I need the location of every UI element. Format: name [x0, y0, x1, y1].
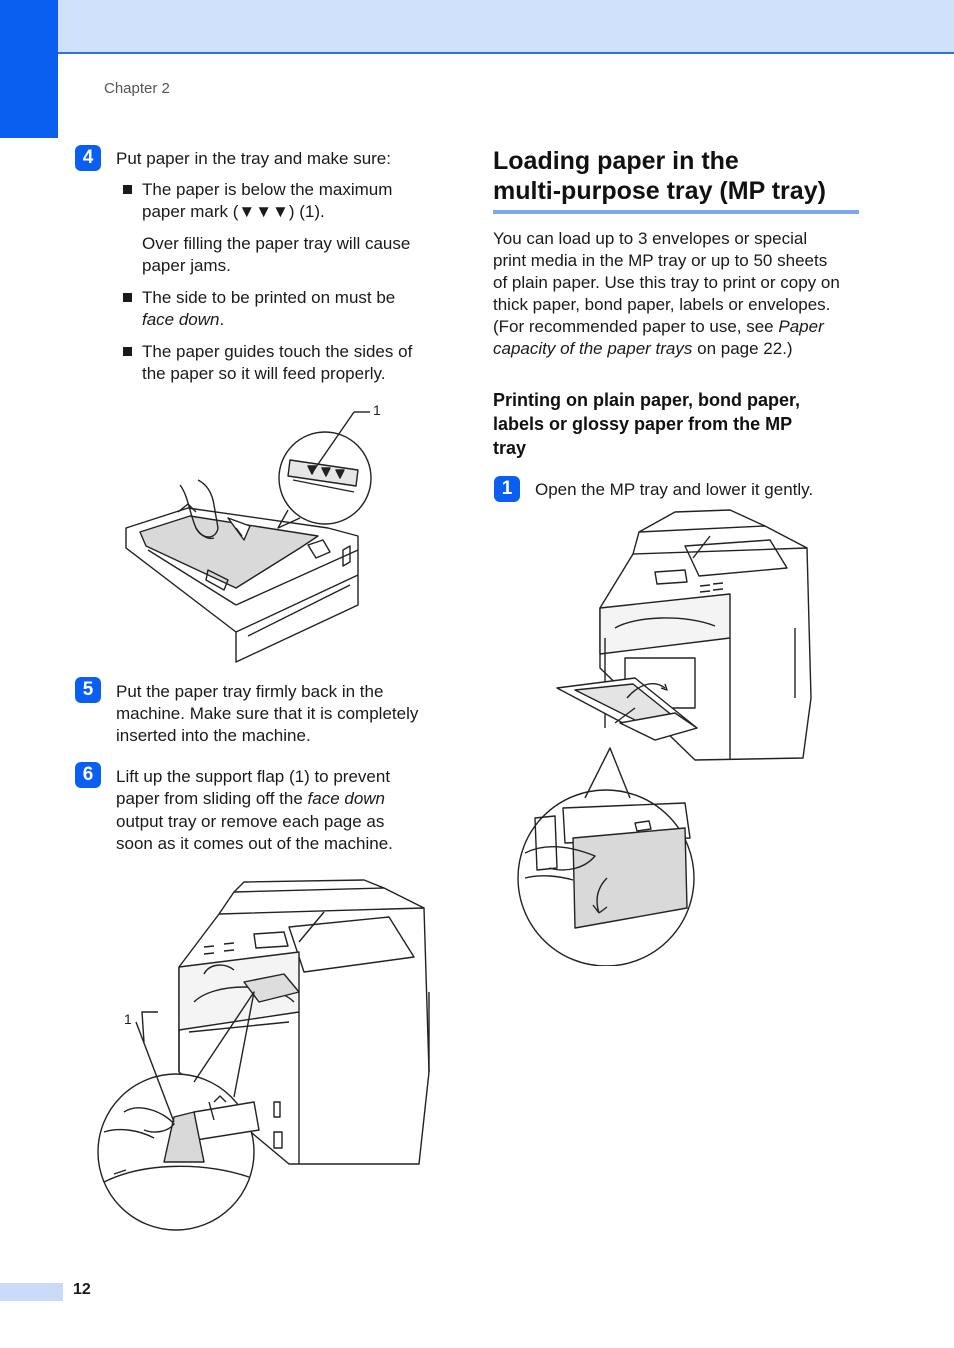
section-title: Loading paper in the multi-purpose tray … [493, 146, 863, 206]
step-5-line-1: Put the paper tray firmly back in the [116, 682, 384, 701]
intro-line-6: capacity of the paper trays on page 22.) [493, 338, 793, 360]
emphasis-face-down: face down [307, 789, 386, 808]
bullet-3-line-1: The paper guides touch the sides of [142, 342, 413, 361]
bullet-marker [123, 293, 132, 302]
bullet-1-note-line-1: Over filling the paper tray will cause [142, 234, 411, 253]
step-6-line-1: Lift up the support flap (1) to prevent [116, 767, 391, 786]
callout-1-tray: 1 [373, 402, 381, 418]
bullet-marker [123, 185, 132, 194]
bullet-marker [123, 347, 132, 356]
footer-bar [0, 1283, 63, 1301]
step-6-line-4: soon as it comes out of the machine. [116, 834, 393, 853]
step-number-5: 5 [75, 677, 101, 703]
intro-line-5-text: (For recommended paper to use, see [493, 317, 779, 336]
bullet-2-line-1: The side to be printed on must be [142, 288, 396, 307]
step-number-6: 6 [75, 762, 101, 788]
title-underline [493, 210, 859, 214]
intro-line-5: (For recommended paper to use, see Paper [493, 316, 824, 338]
intro-line-4: thick paper, bond paper, labels or envel… [493, 295, 831, 314]
intro-line-6-text: on page 22.) [692, 339, 793, 358]
bullet-1-line-1: The paper is below the maximum [142, 180, 393, 199]
link-paper-capacity[interactable]: Paper [778, 317, 824, 336]
step-4-text: Put paper in the tray and make sure: [116, 149, 391, 168]
step-5-line-3: inserted into the machine. [116, 726, 311, 745]
intro-line-3: of plain paper. Use this tray to print o… [493, 273, 840, 292]
step-6-line-2-text: paper from sliding off the [116, 789, 308, 808]
subsection-title-line-3: tray [493, 438, 527, 458]
chapter-label: Chapter 2 [104, 80, 170, 97]
bullet-2-line-2: face down. [142, 309, 224, 332]
link-paper-capacity-cont[interactable]: capacity of the paper trays [493, 339, 693, 358]
bullet-3-line-2: the paper so it will feed properly. [142, 364, 386, 383]
subsection-title-line-2: labels or glossy paper from the MP [493, 414, 793, 434]
subsection-title: Printing on plain paper, bond paper, lab… [493, 388, 863, 460]
chapter-tab [0, 0, 58, 138]
section-title-line-1: Loading paper in the [493, 147, 739, 175]
paper-tray-illustration [125, 411, 372, 663]
step-6-line-2: paper from sliding off the face down [116, 788, 385, 811]
subsection-title-line-1: Printing on plain paper, bond paper, [493, 390, 801, 410]
printer-mp-tray-illustration [517, 509, 812, 966]
step-5-line-2: machine. Make sure that it is completely [116, 704, 419, 723]
emphasis-face-down: face down [142, 310, 220, 329]
printer-support-flap-illustration [97, 879, 430, 1231]
bullet-2-period: . [219, 310, 225, 329]
step-number-4: 4 [75, 145, 101, 171]
callout-1-flap: 1 [124, 1011, 132, 1027]
intro-line-1: You can load up to 3 envelopes or specia… [493, 229, 808, 248]
page-number: 12 [73, 1281, 91, 1298]
intro-line-2: print media in the MP tray or up to 50 s… [493, 251, 828, 270]
section-title-line-2: multi-purpose tray (MP tray) [493, 177, 826, 205]
bullet-1-line-2: paper mark (▼▼▼) (1). [142, 202, 325, 221]
header-bar [0, 0, 954, 54]
bullet-1-note-line-2: paper jams. [142, 256, 231, 275]
step-6-line-3: output tray or remove each page as [116, 812, 385, 831]
step-1-text: Open the MP tray and lower it gently. [535, 480, 814, 499]
step-number-1: 1 [494, 476, 520, 502]
